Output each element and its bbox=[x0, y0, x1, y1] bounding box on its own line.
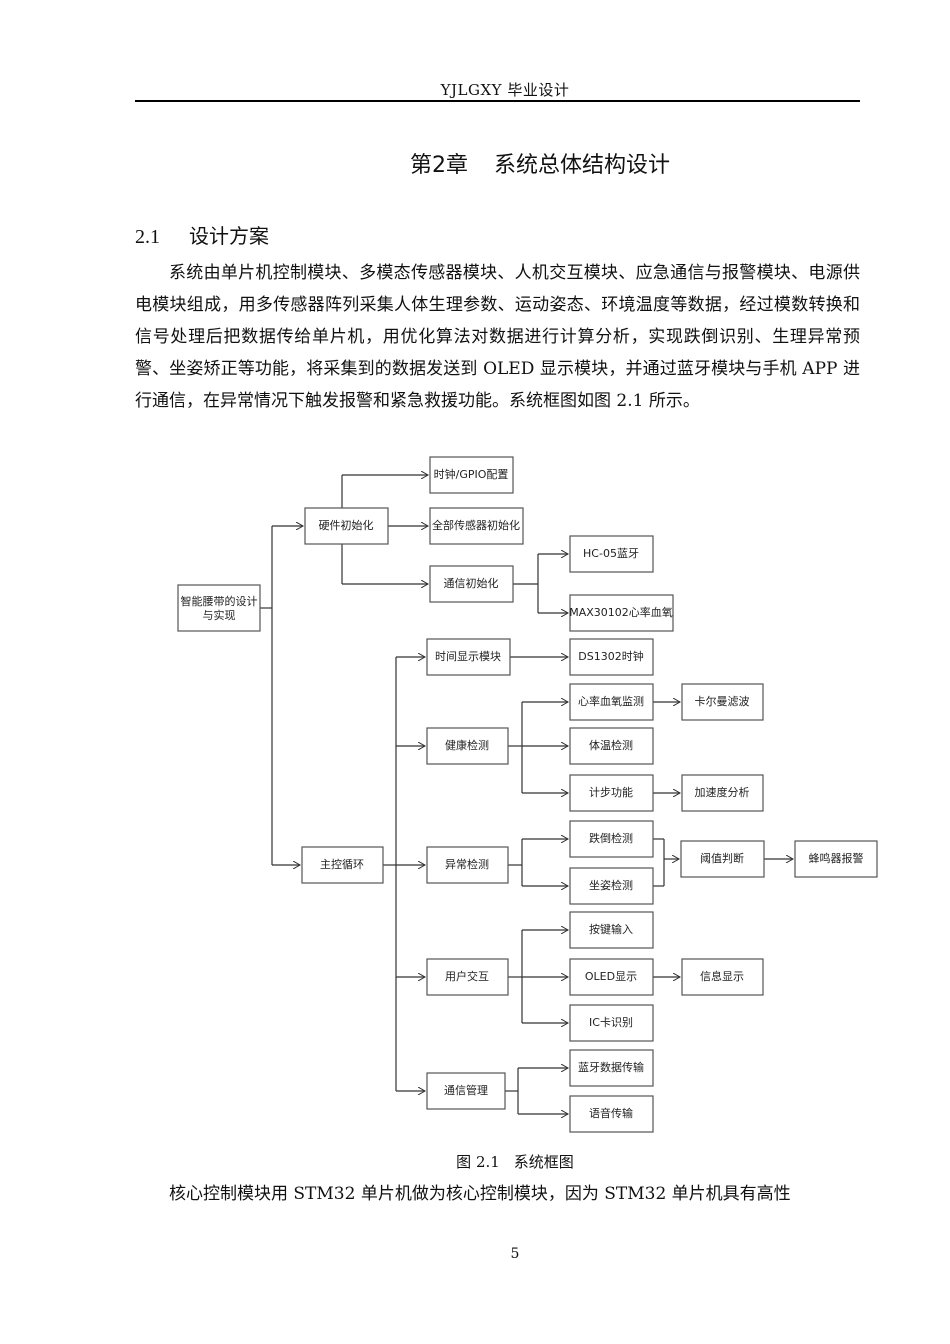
label-hc05: HC-05蓝牙 bbox=[583, 547, 639, 560]
chapter-number: 第2章 bbox=[409, 153, 468, 178]
label-ic: IC卡识别 bbox=[589, 1016, 633, 1029]
label-voice: 语音传输 bbox=[589, 1106, 633, 1120]
label-root-2: 与实现 bbox=[203, 608, 236, 622]
label-abnormal: 异常检测 bbox=[445, 857, 489, 871]
node-oled bbox=[569, 958, 654, 996]
chapter-name: 系统总体结构设计 bbox=[493, 153, 670, 178]
page-header: YJLGXY 毕业设计 bbox=[440, 81, 570, 99]
label-hr-spo2: 心率血氧监测 bbox=[578, 694, 644, 708]
node-accel bbox=[681, 774, 764, 812]
system-block-diagram: 智能腰带的设计 与实现 硬件初始化 时钟/GPIO配置 全部传感器初始化 通信初… bbox=[177, 456, 878, 1133]
node-health bbox=[426, 727, 509, 765]
node-kalman bbox=[681, 683, 764, 721]
section-number: 2.1 bbox=[135, 226, 160, 248]
label-ds1302: DS1302时钟 bbox=[578, 649, 643, 663]
node-ic bbox=[569, 1004, 654, 1042]
label-threshold: 阈值判断 bbox=[700, 851, 744, 865]
label-comm-mgmt: 通信管理 bbox=[444, 1083, 488, 1097]
node-buzzer bbox=[794, 840, 878, 878]
node-user-interaction bbox=[426, 958, 509, 996]
node-fall bbox=[569, 820, 654, 858]
label-user-interaction: 用户交互 bbox=[445, 969, 489, 983]
node-ds1302 bbox=[569, 638, 654, 676]
node-key bbox=[569, 911, 654, 949]
page-number: 5 bbox=[510, 1246, 520, 1262]
node-max30102 bbox=[569, 594, 674, 632]
label-posture: 坐姿检测 bbox=[589, 878, 633, 892]
label-time-module: 时间显示模块 bbox=[435, 650, 501, 663]
node-voice bbox=[569, 1095, 654, 1133]
node-abnormal bbox=[426, 846, 509, 884]
node-posture bbox=[569, 867, 654, 905]
node-comm-mgmt bbox=[426, 1072, 506, 1110]
label-accel: 加速度分析 bbox=[695, 785, 750, 799]
node-hw-init bbox=[304, 507, 389, 545]
label-buzzer: 蜂鸣器报警 bbox=[809, 851, 864, 865]
node-step bbox=[569, 774, 654, 812]
node-sensor-init bbox=[429, 507, 524, 545]
node-main-loop bbox=[301, 846, 384, 884]
label-clock-gpio: 时钟/GPIO配置 bbox=[434, 467, 509, 481]
node-time-module bbox=[426, 638, 511, 676]
label-temp: 体温检测 bbox=[589, 738, 633, 752]
node-threshold bbox=[680, 840, 765, 878]
section-title: 2.1 设计方案 bbox=[135, 220, 269, 249]
node-bt-data bbox=[569, 1049, 654, 1087]
header-rule bbox=[135, 100, 860, 102]
figure-number: 图 2.1 bbox=[456, 1153, 500, 1171]
label-key: 按键输入 bbox=[589, 922, 633, 936]
label-sensor-init: 全部传感器初始化 bbox=[432, 518, 520, 532]
label-fall: 跌倒检测 bbox=[589, 831, 633, 845]
node-hr-spo2 bbox=[569, 683, 654, 721]
node-clock-gpio bbox=[429, 456, 514, 494]
label-bt-data: 蓝牙数据传输 bbox=[578, 1060, 644, 1074]
node-info bbox=[681, 958, 764, 996]
label-hw-init: 硬件初始化 bbox=[319, 518, 374, 532]
chapter-title: 第2章系统总体结构设计 bbox=[0, 147, 950, 179]
label-comm-init: 通信初始化 bbox=[444, 576, 499, 590]
node-comm-init bbox=[429, 565, 514, 603]
node-temp bbox=[569, 727, 654, 765]
figure-caption: 图 2.1 系统框图 bbox=[0, 1151, 950, 1172]
figure-title: 系统框图 bbox=[513, 1153, 574, 1171]
label-max30102: MAX30102心率血氧 bbox=[569, 605, 673, 619]
section-name: 设计方案 bbox=[189, 224, 269, 248]
node-root bbox=[177, 584, 261, 632]
label-info: 信息显示 bbox=[700, 969, 744, 983]
label-root-1: 智能腰带的设计 bbox=[181, 594, 258, 608]
label-health: 健康检测 bbox=[445, 738, 489, 752]
label-kalman: 卡尔曼滤波 bbox=[695, 695, 750, 708]
node-hc05 bbox=[569, 535, 654, 573]
label-oled: OLED显示 bbox=[585, 970, 637, 983]
label-step: 计步功能 bbox=[589, 785, 633, 799]
diagram-connectors bbox=[260, 475, 793, 1114]
body-paragraph-2: 核心控制模块用 STM32 单片机做为核心控制模块，因为 STM32 单片机具有… bbox=[169, 1184, 791, 1204]
body-paragraph-1: 系统由单片机控制模块、多模态传感器模块、人机交互模块、应急通信与报警模块、电源供… bbox=[135, 263, 860, 411]
label-main-loop: 主控循环 bbox=[320, 857, 364, 871]
